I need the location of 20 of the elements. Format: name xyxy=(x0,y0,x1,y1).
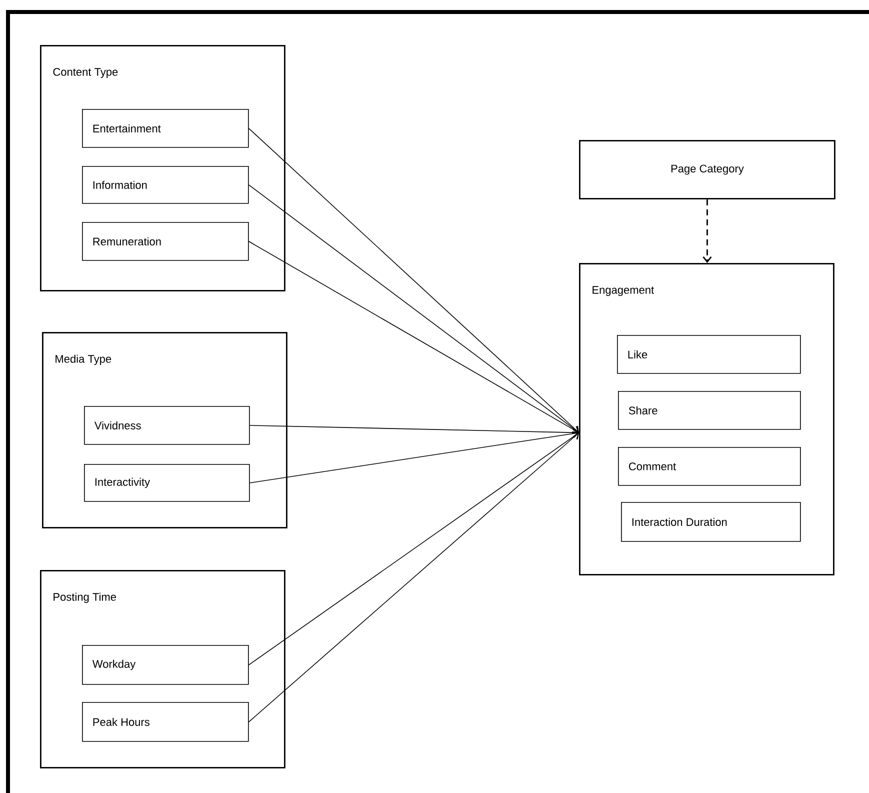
variable-box: Information xyxy=(82,166,249,204)
variable-box: Remuneration xyxy=(82,222,249,261)
variable-box: Entertainment xyxy=(82,109,249,148)
variable-box: Share xyxy=(618,391,801,430)
arrow xyxy=(248,432,579,666)
arrow xyxy=(248,128,580,433)
variable-box: Interaction Duration xyxy=(621,502,801,542)
variable-box: Like xyxy=(617,335,801,374)
arrow xyxy=(249,425,580,437)
arrow xyxy=(248,184,580,433)
arrow xyxy=(702,199,712,263)
variable-box: Comment xyxy=(618,447,801,486)
arrow xyxy=(248,241,579,434)
variable-box: Page Category xyxy=(579,140,836,200)
variable-box: Vividness xyxy=(84,406,250,445)
variable-box: Interactivity xyxy=(84,464,250,502)
arrow xyxy=(249,429,579,484)
variable-box: Peak Hours xyxy=(82,702,249,742)
arrow xyxy=(248,432,579,722)
variable-box: Workday xyxy=(82,645,249,685)
